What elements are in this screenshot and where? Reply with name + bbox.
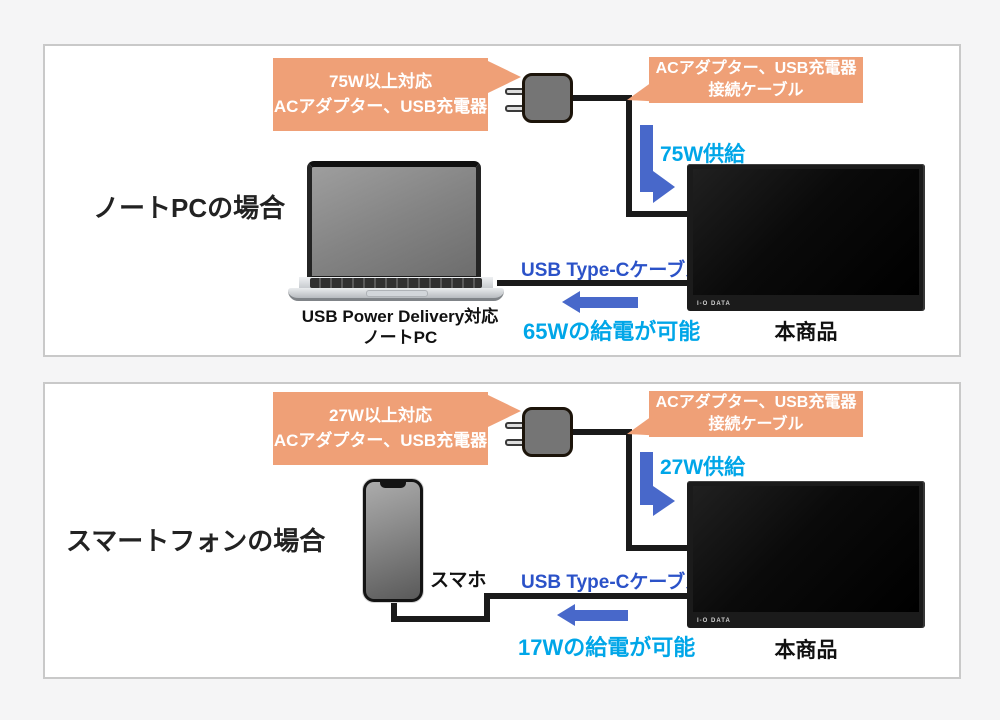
laptop-device-label: USB Power Delivery対応 ノートPC [292,306,508,349]
laptop-device-label-line1: USB Power Delivery対応 [301,307,499,326]
smartphone-adapter-callout-line2: ACアダプター、USB充電器 [273,430,488,450]
product-label: 本商品 [774,321,838,344]
typec-cable-label: USB Type-Cケーブル [521,572,705,593]
laptop-adapter-callout-line2: ACアダプター、USB充電器 [273,96,488,116]
monitor-brand-logo: I-O DATA [697,301,731,307]
usb-typec-cable [391,616,490,622]
laptop-cable-callout-line2: 接続ケーブル [708,82,804,99]
smartphone-adapter-callout-line1: 27W以上対応 [329,405,432,425]
power-cable [626,211,688,217]
laptop-case-title: ノートPCの場合 [93,193,286,223]
ac-adapter-icon [522,407,573,457]
usb-typec-cable [497,280,689,286]
smartphone-notch [380,481,406,488]
laptop-image-screen [307,161,481,278]
laptop-adapter-callout: 75W以上対応 ACアダプター、USB充電器 [273,58,488,131]
monitor-screen [693,486,919,612]
delivery-label: 17Wの給電が可能 [518,635,696,660]
power-cable [626,545,688,551]
power-cable [570,429,632,435]
power-cable [570,95,632,101]
laptop-adapter-callout-line1: 75W以上対応 [329,71,432,91]
monitor-image: I-O DATA [687,164,925,311]
smartphone-cable-callout-line2: 接続ケーブル [708,416,804,433]
product-label: 本商品 [774,639,838,662]
laptop-device-label-line2: ノートPC [362,328,438,348]
usb-typec-cable [391,600,397,622]
smartphone-case-title: スマートフォンの場合 [66,526,326,556]
typec-cable-label: USB Type-Cケーブル [521,260,705,281]
supply-label: 75W供給 [660,143,746,166]
power-cable [626,95,632,217]
monitor-brand-logo: I-O DATA [697,618,731,624]
laptop-cable-callout: ACアダプター、USB充電器 接続ケーブル [649,57,863,103]
laptop-image-keyboard [310,278,482,288]
laptop-image-trackpad [366,290,428,297]
smartphone-cable-callout-line1: ACアダプター、USB充電器 [655,393,857,411]
ac-adapter-icon [522,73,573,123]
power-cable [626,429,632,551]
usb-typec-cable [484,593,688,599]
smartphone-image [363,479,423,602]
smartphone-adapter-callout: 27W以上対応 ACアダプター、USB充電器 [273,392,488,465]
smartphone-device-label: スマホ [430,570,487,591]
monitor-image: I-O DATA [687,481,925,628]
laptop-cable-callout-line1: ACアダプター、USB充電器 [655,59,857,77]
delivery-label: 65Wの給電が可能 [523,319,701,344]
usb-typec-cable [484,593,490,622]
supply-label: 27W供給 [660,456,746,479]
monitor-screen [693,169,919,295]
smartphone-cable-callout: ACアダプター、USB充電器 接続ケーブル [649,391,863,437]
